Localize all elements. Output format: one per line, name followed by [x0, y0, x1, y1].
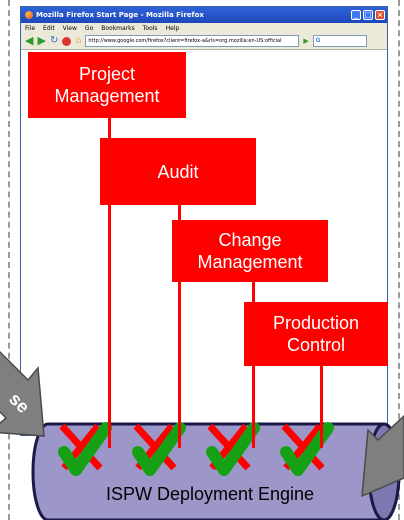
check-mark-2: [132, 422, 186, 476]
project-management-box: Project Management: [28, 52, 186, 118]
menu-go[interactable]: Go: [84, 24, 94, 32]
back-arrow-icon[interactable]: ◀: [25, 34, 34, 47]
production-control-box: Production Control: [244, 302, 388, 366]
audit-box: Audit: [100, 138, 256, 205]
right-dashed-border: [398, 0, 400, 520]
check-mark-3: [206, 422, 260, 476]
engine-label: ISPW Deployment Engine: [105, 484, 315, 504]
forward-arrow-icon[interactable]: ▶: [37, 34, 46, 47]
project-management-label: Project Management: [54, 64, 160, 106]
menu-bar: File Edit View Go Bookmarks Tools Help: [21, 23, 387, 33]
menu-view[interactable]: View: [62, 24, 77, 32]
firefox-icon: [25, 11, 33, 19]
menu-tools[interactable]: Tools: [142, 24, 158, 32]
menu-help[interactable]: Help: [165, 24, 180, 32]
window-title: Mozilla Firefox Start Page - Mozilla Fir…: [36, 11, 204, 19]
close-icon[interactable]: ×: [375, 10, 385, 20]
navigation-toolbar: ◀ ▶ ↻ ⌂ http://www.google.com/firefox?cl…: [21, 33, 387, 50]
audit-label: Audit: [157, 161, 199, 182]
mark-group-3: [206, 422, 260, 476]
menu-file[interactable]: File: [25, 24, 36, 32]
home-icon[interactable]: ⌂: [75, 35, 82, 46]
connector-audit: [178, 205, 181, 448]
search-field[interactable]: G: [312, 35, 367, 47]
url-field[interactable]: http://www.google.com/firefox?client=fir…: [85, 35, 300, 47]
menu-bookmarks[interactable]: Bookmarks: [101, 24, 135, 32]
mark-group-4: [280, 422, 334, 476]
check-mark-4: [280, 422, 334, 476]
stop-icon[interactable]: [62, 36, 72, 46]
maximize-icon[interactable]: □: [363, 10, 373, 20]
check-mark-1: [58, 422, 112, 476]
change-management-box: Change Management: [172, 220, 328, 282]
mark-group-2: [132, 422, 186, 476]
menu-edit[interactable]: Edit: [43, 24, 55, 32]
connector-production-control: [320, 366, 323, 448]
left-dashed-border: [8, 0, 10, 520]
left-input-arrow: [0, 350, 45, 437]
browser-titlebar: Mozilla Firefox Start Page - Mozilla Fir…: [21, 7, 387, 23]
right-output-arrow: [361, 414, 404, 498]
reload-icon[interactable]: ↻: [49, 35, 59, 46]
change-management-label: Change Management: [197, 230, 303, 272]
mark-group-1: [58, 422, 112, 476]
production-control-label: Production Control: [272, 313, 360, 355]
go-icon[interactable]: ▶: [303, 38, 309, 45]
connector-project-management: [108, 118, 111, 448]
minimize-icon[interactable]: _: [351, 10, 361, 20]
